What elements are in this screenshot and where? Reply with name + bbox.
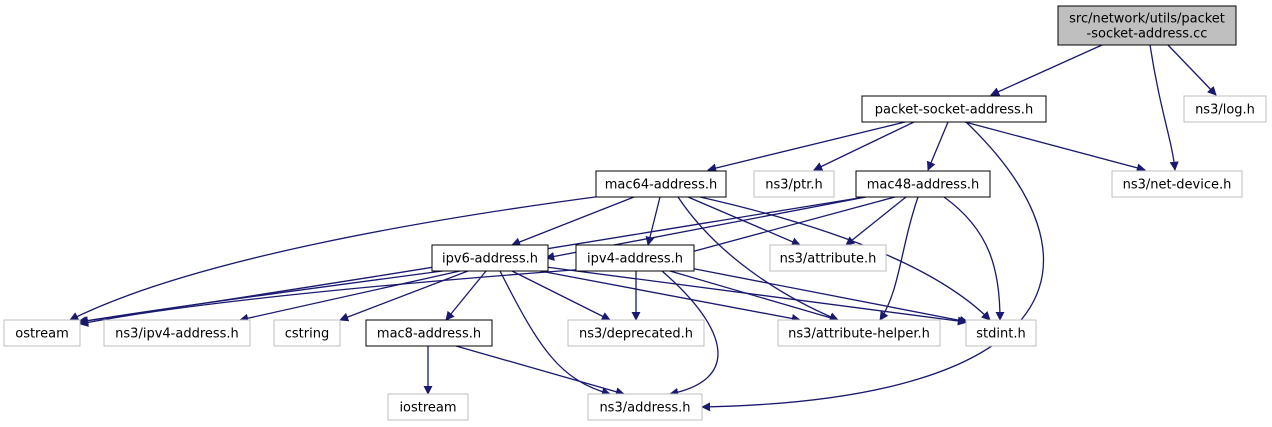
edge-mac48-address-h-to-ipv4-address-h [679, 196, 896, 258]
node-box [431, 244, 549, 272]
edge-mac8-address-h-to-address-h [455, 345, 625, 397]
node-log-h: ns3/log.h [1183, 95, 1267, 123]
node-label: -socket-address.cc [1087, 27, 1208, 42]
node-ns3-ipv4-address-h: ns3/ipv4-address.h [103, 319, 251, 347]
edge-ipv4-address-h-to-attribute-helper-h [669, 270, 839, 323]
node-box [1183, 95, 1267, 123]
edge-ipv6-address-h-to-ostream [79, 269, 451, 326]
node-cstring: cstring [273, 319, 341, 347]
node-deprecated-h: ns3/deprecated.h [567, 319, 705, 347]
edge-ipv6-address-h-to-deprecated-h [511, 270, 611, 321]
edge-root-to-net-device-h [1149, 44, 1179, 171]
edge-ipv6-address-h-to-mac8-address-h [445, 270, 487, 321]
node-box [365, 319, 493, 347]
node-box [587, 393, 703, 421]
edge-packet-socket-address-h-to-mac48-address-h [926, 121, 949, 171]
node-label: ns3/deprecated.h [579, 327, 693, 342]
node-box [567, 319, 705, 347]
edge-mac64-address-h-to-stdint-h [699, 196, 991, 321]
edge-ipv4-address-h-to-address-h [661, 270, 719, 397]
node-box [1111, 170, 1243, 198]
edge-mac64-address-h-to-ipv6-address-h [511, 196, 635, 247]
edge-ipv4-address-h-to-ostream [79, 267, 601, 327]
node-box [861, 95, 1047, 123]
node-label: ns3/ptr.h [765, 178, 823, 193]
node-box [575, 244, 695, 272]
edge-packet-socket-address-h-to-mac64-address-h [707, 121, 906, 173]
node-box [769, 244, 887, 272]
node-attribute-h: ns3/attribute.h [769, 244, 887, 272]
node-label: mac64-address.h [605, 178, 717, 193]
node-box [1057, 5, 1237, 46]
node-label: packet-socket-address.h [875, 103, 1033, 118]
node-ostream: ostream [3, 319, 81, 347]
node-label: mac48-address.h [867, 178, 979, 193]
node-ptr-h: ns3/ptr.h [753, 170, 835, 198]
edge-packet-socket-address-h-to-net-device-h [964, 121, 1146, 173]
node-label: ostream [15, 327, 69, 342]
node-box [595, 170, 727, 198]
edge-ipv6-address-h-to-cstring [339, 270, 469, 322]
edge-root-to-packet-socket-address-h [990, 44, 1103, 96]
node-label: iostream [399, 401, 456, 416]
node-label: src/network/utils/packet [1069, 12, 1225, 27]
node-box [3, 319, 81, 347]
node-ipv6-address-h[interactable]: ipv6-address.h [431, 244, 549, 272]
node-mac8-address-h[interactable]: mac8-address.h [365, 319, 493, 347]
node-packet-socket-address-h[interactable]: packet-socket-address.h [861, 95, 1047, 123]
node-stdint-h: stdint.h [965, 319, 1037, 347]
nodes-layer: src/network/utils/packet-socket-address.… [3, 5, 1267, 421]
node-label: ns3/log.h [1195, 103, 1255, 118]
node-label: cstring [285, 327, 329, 342]
edge-mac64-address-h-to-ipv4-address-h [645, 196, 661, 246]
node-address-h: ns3/address.h [587, 393, 703, 421]
node-box [965, 319, 1037, 347]
node-label: ns3/attribute-helper.h [788, 327, 930, 342]
node-mac64-address-h[interactable]: mac64-address.h [595, 170, 727, 198]
node-attribute-helper-h: ns3/attribute-helper.h [777, 319, 941, 347]
edge-mac48-address-h-to-stdint-h [943, 196, 1005, 321]
node-mac48-address-h[interactable]: mac48-address.h [855, 170, 991, 198]
edge-mac48-address-h-to-attribute-h [845, 196, 907, 246]
node-iostream: iostream [387, 393, 469, 421]
node-box [273, 319, 341, 347]
edge-ipv4-address-h-to-stdint-h [689, 267, 969, 325]
node-label: ipv6-address.h [442, 252, 538, 267]
edges-layer [69, 44, 1217, 412]
edge-mac48-address-h-to-attribute-helper-h [879, 196, 919, 321]
node-label: ipv4-address.h [587, 252, 683, 267]
edge-mac64-address-h-to-ostream [69, 194, 611, 321]
node-ipv4-address-h[interactable]: ipv4-address.h [575, 244, 695, 272]
node-label: stdint.h [976, 327, 1025, 342]
node-label: ns3/ipv4-address.h [115, 327, 239, 342]
node-label: ns3/address.h [599, 401, 690, 416]
node-box [103, 319, 251, 347]
node-box [753, 170, 835, 198]
edge-mac64-address-h-to-attribute-h [687, 196, 801, 246]
edge-ipv6-address-h-to-ns3-ipv4-address-h [239, 270, 461, 323]
edge-ipv6-address-h-to-stdint-h [545, 266, 967, 326]
node-box [855, 170, 991, 198]
node-box [387, 393, 469, 421]
edge-root-to-log-h [1167, 44, 1217, 96]
node-label: mac8-address.h [377, 327, 481, 342]
node-root[interactable]: src/network/utils/packet-socket-address.… [1057, 5, 1237, 46]
node-net-device-h: ns3/net-device.h [1111, 170, 1243, 198]
edge-mac64-address-h-to-attribute-helper-h [677, 196, 839, 322]
edge-packet-socket-address-h-to-address-h [701, 121, 1044, 412]
node-label: ns3/net-device.h [1123, 178, 1232, 193]
edge-ipv6-address-h-to-address-h [499, 270, 611, 397]
node-label: ns3/attribute.h [780, 252, 877, 267]
edge-packet-socket-address-h-to-ptr-h [813, 121, 915, 171]
node-box [777, 319, 941, 347]
edge-ipv6-address-h-to-attribute-helper-h [539, 270, 801, 323]
